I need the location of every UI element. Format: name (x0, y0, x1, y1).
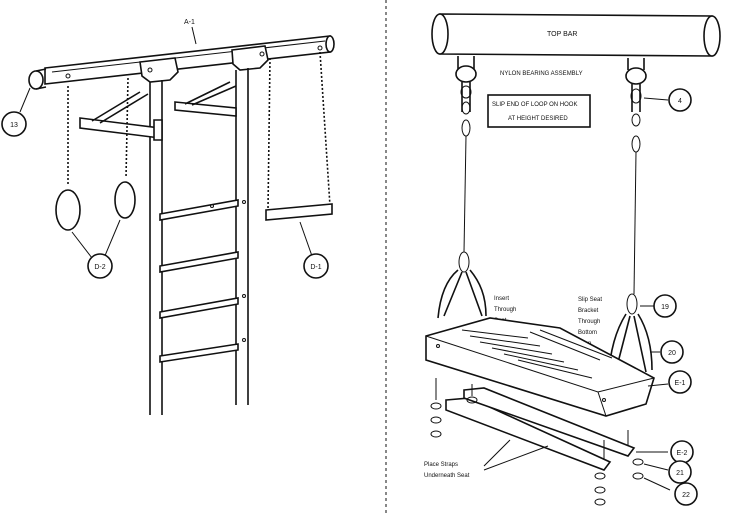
instruction-line-1: SLIP END OF LOOP ON HOOK (492, 102, 577, 108)
callout-strap: E-2 (670, 440, 694, 464)
label-hook: 4 (678, 98, 682, 105)
right-top-bar: TOP BAR (431, 13, 721, 57)
callout-seat: E-1 (668, 370, 692, 394)
callout-bracket: 20 (660, 340, 684, 364)
label-top-bar: A-1 (184, 19, 195, 26)
right-panel: TOP BAR NYLON BEARING ASSEMBLY SLIP END … (424, 13, 721, 506)
label-slip-2: Bracket (578, 308, 599, 314)
label-loop: 19 (661, 304, 669, 311)
ladder (149, 68, 249, 415)
seat-straps (435, 378, 668, 471)
label-insert-1: Insert (494, 296, 509, 302)
label-bracket: 20 (668, 350, 676, 357)
label-insert-2: Through (494, 307, 516, 313)
left-panel: 13 A-1 (1, 19, 335, 415)
instruction-box: SLIP END OF LOOP ON HOOK AT HEIGHT DESIR… (487, 94, 591, 128)
end-cap (19, 68, 47, 113)
label-washer: 21 (676, 470, 684, 477)
instruction-line-2: AT HEIGHT DESIRED (508, 116, 568, 122)
label-strap: E-2 (677, 450, 688, 457)
label-right-top-bar: TOP BAR (547, 31, 577, 38)
label-rings: D-2 (94, 264, 105, 271)
left-rope (463, 135, 467, 253)
brace-bars (79, 81, 237, 141)
top-bar-a1 (44, 35, 335, 85)
gym-rings (55, 77, 136, 259)
callout-trapeze: D-1 (303, 253, 329, 279)
left-hook-assembly (455, 56, 477, 137)
label-straps-note-2: Underneath Seat (424, 473, 470, 479)
callout-loop: 19 (653, 294, 677, 318)
label-slip-1: Slip Seat (578, 297, 602, 303)
right-hook-assembly (625, 58, 669, 153)
callout-nut: 22 (674, 482, 698, 506)
label-straps-note-1: Place Straps (424, 462, 458, 468)
label-seat: E-1 (675, 380, 686, 387)
label-nut: 22 (682, 492, 690, 499)
label-slip-4: Bottom (578, 330, 597, 336)
left-seat-bracket (437, 251, 487, 319)
callout-hook: 4 (668, 88, 692, 112)
label-bearing: NYLON BEARING ASSEMBLY (500, 71, 583, 77)
right-rope (633, 151, 637, 295)
hardware-washers-nuts (430, 396, 671, 506)
label-end-cap: 13 (10, 122, 18, 129)
callout-washer: 21 (668, 460, 692, 484)
trapeze-bar (265, 51, 333, 257)
swing-seat (425, 317, 669, 417)
label-trapeze: D-1 (310, 264, 321, 271)
callout-rings: D-2 (87, 253, 113, 279)
label-slip-3: Through (578, 319, 600, 325)
callout-end-cap: 13 (1, 111, 27, 137)
